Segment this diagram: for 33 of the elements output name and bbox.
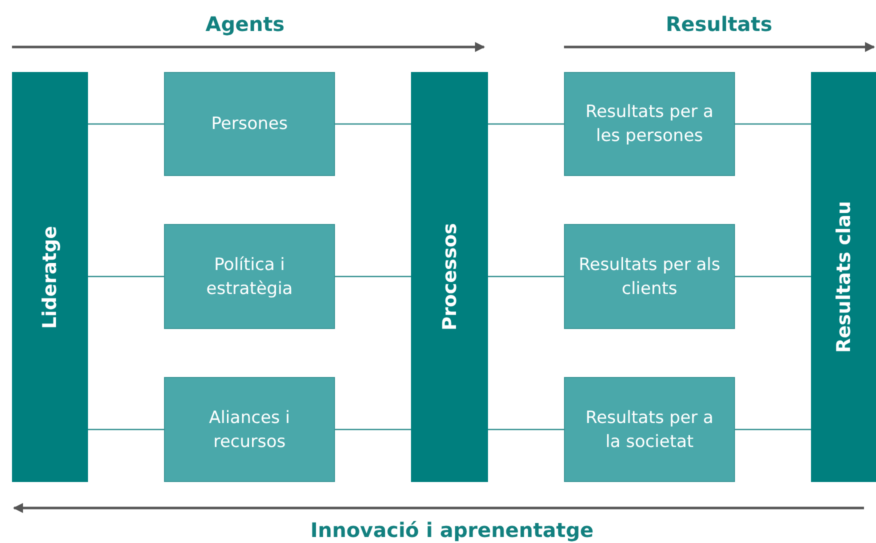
criterion-text: Resultats per a la societat <box>584 406 714 454</box>
connector-line <box>488 123 564 125</box>
connector-line <box>88 428 164 430</box>
connector-line <box>735 123 811 125</box>
pillar-title: Processos <box>438 223 460 331</box>
section-heading: Agents <box>205 12 285 36</box>
connector-line <box>735 276 811 278</box>
pillar-bar <box>12 72 88 482</box>
connector-line <box>488 428 564 430</box>
criterion-box <box>564 224 735 329</box>
criterion-text: Persones <box>211 113 288 136</box>
connector-line <box>488 276 564 278</box>
pillar-title: Lideratge <box>39 226 61 328</box>
criterion-box <box>564 72 735 176</box>
connector-line <box>735 428 811 430</box>
criterion-text: Resultats per als clients <box>578 254 722 300</box>
criterion-box <box>564 377 735 482</box>
section-heading: Innovació i aprenentatge <box>310 518 594 542</box>
criterion-text: Política i estratègia <box>205 254 294 300</box>
criterion-text: Resultats per a les persones <box>584 101 714 148</box>
connector-line <box>88 276 164 278</box>
connector-line <box>335 123 411 125</box>
criterion-text: Aliances i recursos <box>208 406 292 454</box>
pillar-title: Resultats clau <box>832 201 854 353</box>
section-heading: Resultats <box>666 12 772 36</box>
criterion-box <box>164 377 335 482</box>
pillar-bar <box>411 72 488 482</box>
connector-line <box>88 123 164 125</box>
pillar-bar <box>811 72 876 482</box>
criterion-box <box>164 224 335 329</box>
connector-line <box>335 428 411 430</box>
connector-line <box>335 276 411 278</box>
criterion-box <box>164 72 335 176</box>
